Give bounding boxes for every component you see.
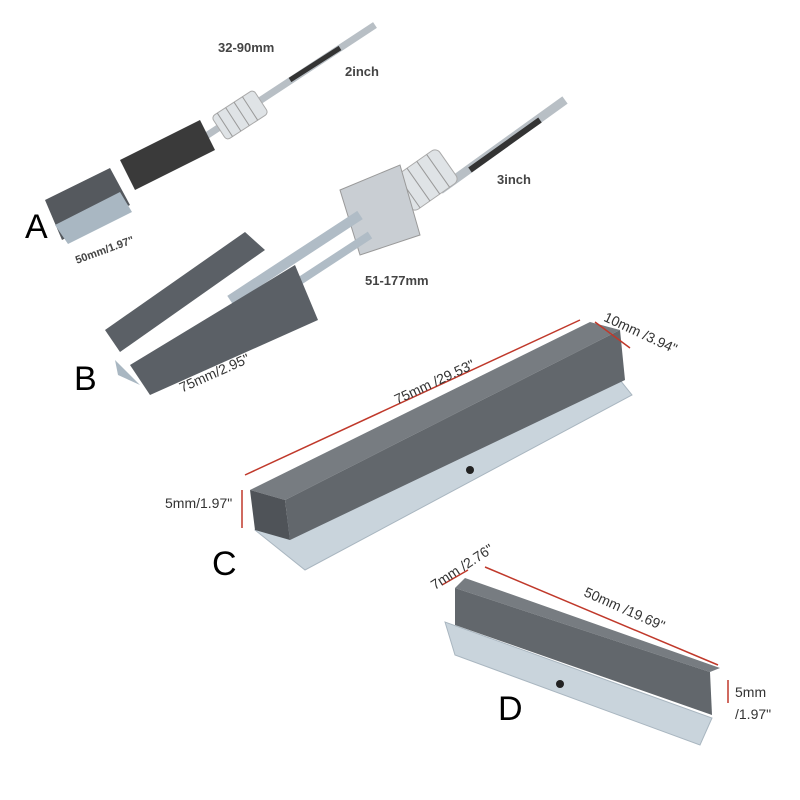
stone-c — [241, 319, 633, 571]
stone-d-height-mm: 5mm — [735, 684, 767, 700]
tool-a-hone — [45, 22, 377, 244]
label-d: D — [498, 690, 523, 728]
dimension-line-c-length — [244, 319, 581, 476]
dimension-line-c-width — [594, 321, 631, 349]
stone-d-height-in: /1.97" — [735, 706, 772, 722]
dimension-line-d-width — [441, 569, 469, 586]
label-b: B — [74, 360, 97, 398]
tool-b-hone — [105, 96, 568, 395]
stone-d — [441, 566, 729, 746]
tool-b-size: 3inch — [497, 172, 531, 187]
tool-a-range: 32-90mm — [218, 40, 275, 55]
label-a: A — [25, 208, 48, 246]
dimension-line-d-length — [484, 566, 719, 666]
tool-a-size: 2inch — [345, 64, 379, 79]
tool-b-range: 51-177mm — [365, 273, 429, 288]
label-c: C — [212, 545, 237, 583]
stone-c-height: 5mm/1.97" — [165, 495, 233, 511]
